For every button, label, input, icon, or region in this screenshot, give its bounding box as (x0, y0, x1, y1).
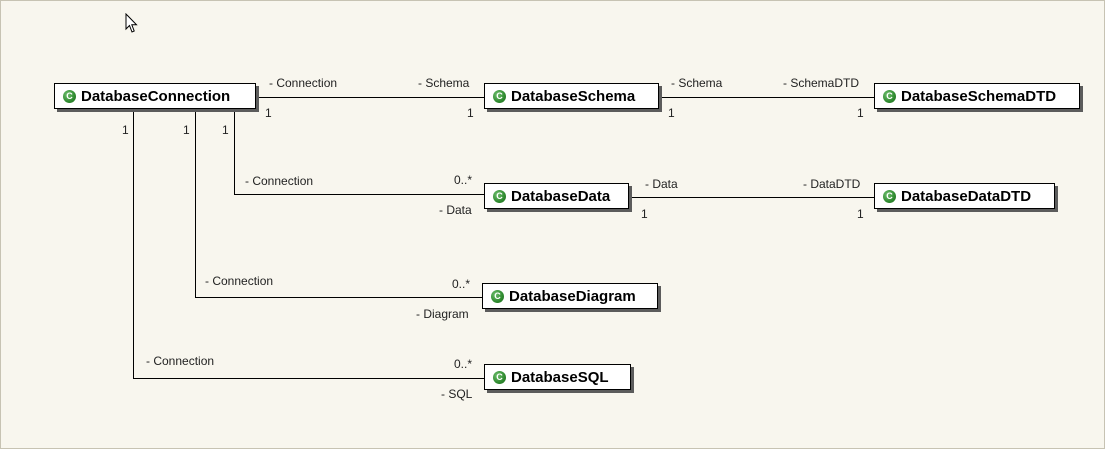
role-label: - Schema (671, 76, 723, 90)
multiplicity-label: 1 (668, 106, 675, 120)
class-icon: C (493, 370, 506, 384)
class-database-data[interactable]: C DatabaseData (484, 183, 629, 209)
multiplicity-label: 1 (183, 123, 190, 137)
multiplicity-label: 1 (857, 106, 864, 120)
role-label: - SQL (441, 387, 473, 401)
class-name: DatabaseDiagram (509, 287, 636, 305)
role-label: - Schema (418, 76, 470, 90)
role-label: - Connection (245, 174, 314, 188)
multiplicity-label: 1 (857, 207, 864, 221)
role-label: - DataDTD (803, 177, 861, 191)
class-name: DatabaseData (511, 187, 611, 205)
assoc-line-connection-data[interactable] (234, 110, 485, 195)
class-name: DatabaseConnection (81, 87, 231, 105)
assoc-line-connection-diagram[interactable] (195, 110, 483, 298)
class-icon: C (883, 189, 896, 203)
multiplicity-label: 1 (122, 123, 129, 137)
role-label: - SchemaDTD (783, 76, 860, 90)
role-label: - Data (439, 203, 472, 217)
assoc-line-connection-sql[interactable] (133, 110, 485, 379)
multiplicity-label: 0..* (452, 277, 471, 291)
class-name: DatabaseSQL (511, 368, 609, 386)
class-icon: C (63, 89, 76, 103)
multiplicity-label: 1 (265, 106, 272, 120)
class-icon: C (493, 89, 506, 103)
class-database-schema-dtd[interactable]: C DatabaseSchemaDTD (874, 83, 1080, 109)
multiplicity-label: 0..* (454, 357, 473, 371)
class-database-schema[interactable]: C DatabaseSchema (484, 83, 659, 109)
class-name: DatabaseSchema (511, 87, 636, 105)
class-icon: C (491, 289, 504, 303)
role-label: - Connection (269, 76, 338, 90)
class-database-data-dtd[interactable]: C DatabaseDataDTD (874, 183, 1055, 209)
role-label: - Data (645, 177, 678, 191)
multiplicity-label: 1 (467, 106, 474, 120)
role-label: - Diagram (416, 307, 469, 321)
class-database-connection[interactable]: C DatabaseConnection (54, 83, 256, 109)
class-database-sql[interactable]: C DatabaseSQL (484, 364, 631, 390)
class-database-diagram[interactable]: C DatabaseDiagram (482, 283, 658, 309)
class-icon: C (883, 89, 896, 103)
class-name: DatabaseDataDTD (901, 187, 1032, 205)
role-label: - Connection (205, 274, 274, 288)
mouse-pointer-icon (125, 13, 138, 33)
role-label: - Connection (146, 354, 215, 368)
multiplicity-label: 1 (641, 207, 648, 221)
multiplicity-label: 1 (222, 123, 229, 137)
class-icon: C (493, 189, 506, 203)
multiplicity-label: 0..* (454, 173, 473, 187)
class-name: DatabaseSchemaDTD (901, 87, 1057, 105)
